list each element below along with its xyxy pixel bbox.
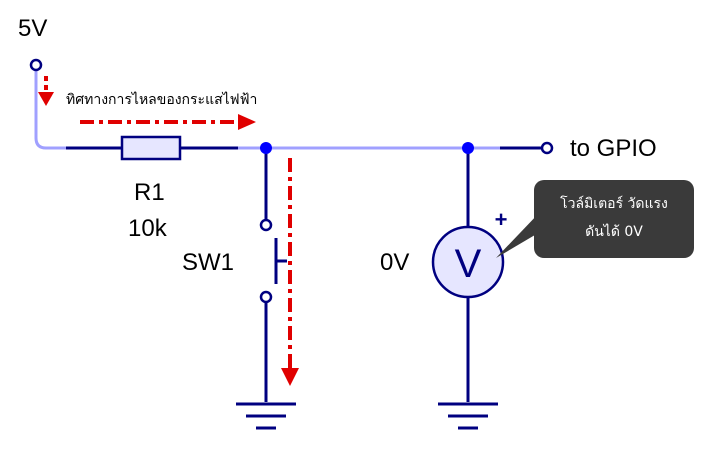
sw1-top-contact xyxy=(259,218,273,232)
gpio-terminal xyxy=(540,141,554,155)
resistor-r1 xyxy=(120,135,182,161)
voltmeter-symbol: V xyxy=(455,242,482,286)
current-flow-arrows xyxy=(38,76,299,386)
voltmeter-body xyxy=(431,225,505,299)
supply-wire xyxy=(34,70,66,150)
switch-name-label: SW1 xyxy=(182,249,234,276)
supply-voltage-label: 5V xyxy=(18,15,47,42)
ground-symbol-left xyxy=(236,402,296,430)
junction-node-right xyxy=(462,142,474,154)
resistor-name-label: R1 xyxy=(134,179,165,206)
callout-pointer xyxy=(496,212,540,258)
junction-node-left xyxy=(260,142,272,154)
switch-sw1 xyxy=(259,218,287,304)
voltmeter-polarity: + xyxy=(495,207,508,232)
voltmeter-callout: โวล์มิเตอร์ วัดแรง ดันได้ 0V xyxy=(496,180,694,258)
current-arrow-head-switch xyxy=(281,368,299,386)
wires xyxy=(34,70,542,402)
callout-line-1: โวล์มิเตอร์ วัดแรง xyxy=(560,195,668,212)
callout-box xyxy=(534,180,694,258)
current-arrow-head-supply xyxy=(38,92,54,106)
supply-terminal xyxy=(29,58,43,72)
callout-line-2: ดันได้ 0V xyxy=(585,223,643,240)
sw1-bottom-contact xyxy=(259,290,273,304)
meter-reading-label: 0V xyxy=(380,249,409,276)
current-arrow-head-right xyxy=(238,114,256,130)
gpio-output-label: to GPIO xyxy=(570,135,657,162)
ground-symbol-right xyxy=(438,402,498,430)
resistor-value-label: 10k xyxy=(128,215,168,242)
voltmeter: V + xyxy=(431,207,508,299)
current-direction-label: ทิศทางการไหลของกระแสไฟฟ้า xyxy=(66,91,257,108)
